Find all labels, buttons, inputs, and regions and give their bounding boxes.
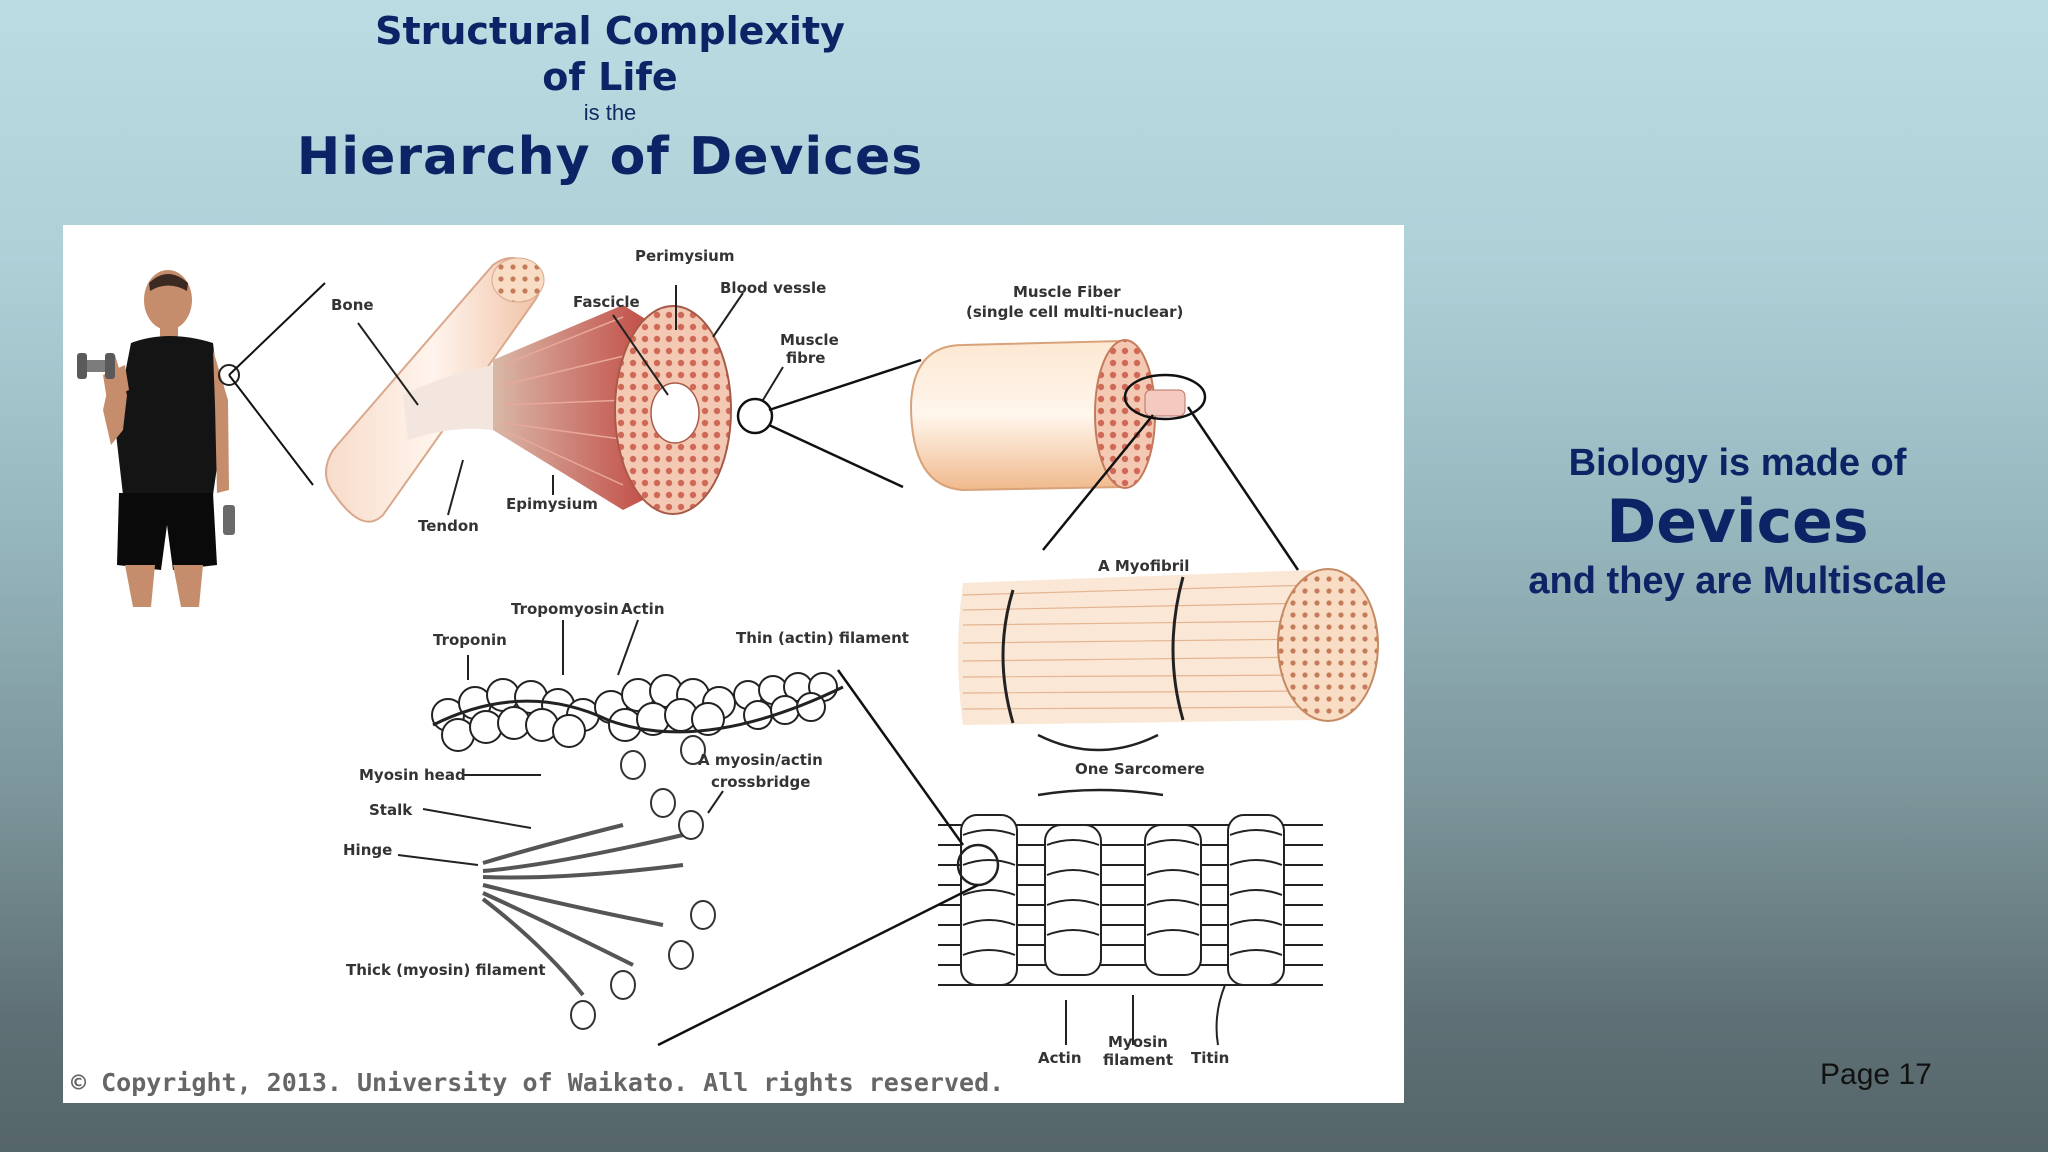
side-line-1: Biology is made of bbox=[1568, 442, 1907, 484]
label-myosin-head: Myosin head bbox=[359, 766, 466, 784]
man-with-dumbbell-image bbox=[77, 270, 240, 607]
label-crossbridge-2: crossbridge bbox=[711, 773, 810, 791]
sarcomere-illustration bbox=[938, 814, 1323, 1046]
thick-filament-illustration bbox=[481, 735, 716, 1030]
muscle-hierarchy-figure: Bone Tendon Epimysium Fascicle Perimysiu… bbox=[63, 225, 1404, 1103]
muscle-illustration bbox=[403, 305, 774, 515]
label-muscle-fibre-1: Muscle bbox=[780, 331, 839, 349]
label-crossbridge-1: A myosin/actin bbox=[698, 751, 823, 769]
label-titin: Titin bbox=[1191, 1049, 1229, 1067]
label-actin-bottom: Actin bbox=[1038, 1049, 1082, 1067]
label-perimysium: Perimysium bbox=[635, 247, 735, 265]
title-line-1: Structural Complexity bbox=[375, 9, 845, 53]
label-muscle-fiber-title: Muscle Fiber bbox=[1013, 283, 1121, 301]
label-fascicle: Fascicle bbox=[573, 293, 640, 311]
label-myosin-filament-1: Myosin bbox=[1108, 1033, 1168, 1051]
slide-title: Structural Complexity of Life is the Hie… bbox=[290, 8, 930, 188]
muscle-fiber-illustration bbox=[909, 339, 1207, 492]
label-bone: Bone bbox=[331, 296, 374, 314]
title-line-4: Hierarchy of Devices bbox=[296, 127, 924, 187]
label-leader-lines bbox=[357, 285, 784, 866]
myofibril-illustration bbox=[958, 568, 1379, 797]
label-thin-filament: Thin (actin) filament bbox=[736, 629, 909, 647]
side-line-3: and they are Multiscale bbox=[1528, 560, 1947, 602]
label-hinge: Hinge bbox=[343, 841, 392, 859]
side-line-2: Devices bbox=[1606, 487, 1869, 557]
label-myofibril: A Myofibril bbox=[1098, 557, 1189, 575]
label-muscle-fibre-2: fibre bbox=[786, 349, 825, 367]
label-myosin-filament-2: filament bbox=[1103, 1051, 1173, 1069]
label-tendon: Tendon bbox=[418, 517, 479, 535]
title-line-3: is the bbox=[583, 100, 637, 125]
label-tropomyosin: Tropomyosin bbox=[511, 600, 619, 618]
label-one-sarcomere: One Sarcomere bbox=[1075, 760, 1205, 778]
thin-filament-illustration bbox=[431, 672, 844, 752]
copyright-notice: © Copyright, 2013. University of Waikato… bbox=[71, 1068, 1004, 1097]
title-line-2: of Life bbox=[542, 55, 678, 99]
label-actin-top: Actin bbox=[621, 600, 665, 618]
label-thick-filament: Thick (myosin) filament bbox=[346, 961, 546, 979]
label-muscle-fiber-sub: (single cell multi-nuclear) bbox=[966, 303, 1183, 321]
side-caption: Biology is made of Devices and they are … bbox=[1500, 438, 1975, 606]
page-number: Page 17 bbox=[1820, 1058, 1932, 1091]
label-epimysium: Epimysium bbox=[506, 495, 598, 513]
label-stalk: Stalk bbox=[369, 801, 413, 819]
label-troponin: Troponin bbox=[433, 631, 507, 649]
label-blood-vessel: Blood vessle bbox=[720, 279, 826, 297]
muscle-diagram: Bone Tendon Epimysium Fascicle Perimysiu… bbox=[71, 247, 1379, 1097]
